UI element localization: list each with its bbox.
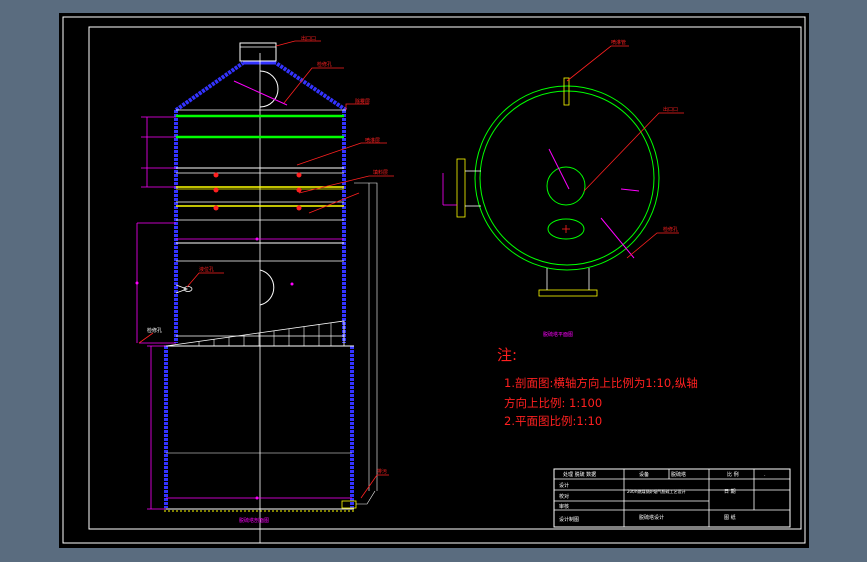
notes-heading: 注: bbox=[497, 346, 517, 364]
tb-r1c5: . bbox=[764, 472, 766, 478]
inner-frame bbox=[88, 26, 802, 530]
plan-view-title: 脱硫塔平面图 bbox=[543, 331, 573, 338]
outlet-pipe bbox=[239, 42, 277, 62]
tb-r3c1: 校对 bbox=[559, 493, 569, 500]
plan-label-manhole: 检修孔 bbox=[663, 226, 678, 233]
packing-support bbox=[165, 320, 345, 347]
cad-viewport[interactable]: 出口口 检修孔 除雾层 喷淋层 填料层 液位孔 检修孔 排污 脱硫塔剖面图 bbox=[59, 13, 809, 548]
plan-outer-circle bbox=[474, 85, 660, 271]
label-manhole-top: 检修孔 bbox=[317, 61, 332, 68]
manhole-mid bbox=[259, 269, 275, 306]
notes-line-2: 方向上比例: 1:100 bbox=[504, 396, 602, 410]
tb-r4c1: 审核 bbox=[559, 503, 569, 510]
label-demister: 除雾层 bbox=[355, 98, 370, 105]
plan-top-nozzle bbox=[563, 77, 570, 106]
tb-r1c4: 比 例 bbox=[727, 471, 739, 478]
plan-label-outlet: 出口口 bbox=[663, 106, 678, 113]
plan-manhole-ellipse bbox=[547, 218, 585, 240]
drawing-canvas: 出口口 检修孔 除雾层 喷淋层 填料层 液位孔 检修孔 排污 脱硫塔剖面图 bbox=[62, 16, 806, 544]
tb-r1c1: 处理 脱硫 数据 bbox=[563, 471, 596, 478]
plan-bottom-nozzle bbox=[538, 289, 598, 297]
tb-r5c3: 图 纸 bbox=[724, 514, 736, 521]
section-view-title: 脱硫塔剖面图 bbox=[239, 517, 269, 524]
spray-nozzles bbox=[213, 172, 302, 211]
callout-leaders bbox=[138, 40, 394, 499]
label-drain: 排污 bbox=[377, 468, 387, 475]
tb-r5c2: 脱硫塔设计 bbox=[639, 514, 664, 521]
cone-left bbox=[174, 61, 245, 112]
outer-frame bbox=[62, 16, 806, 544]
plan-outlet-circle bbox=[546, 166, 586, 206]
drain-nozzle bbox=[341, 500, 357, 509]
title-block: 处理 脱硫 数据 设备 脱硫塔 比 例 . 设计 20t/h燃煤锅炉烟气脱硫工艺… bbox=[553, 468, 791, 528]
notes-line-1: 1.剖面图:横轴方向上比例为1:10,纵轴 bbox=[504, 376, 698, 390]
plan-label-pipe: 喷淋管 bbox=[611, 39, 626, 46]
tb-r1c2: 设备 bbox=[639, 471, 649, 478]
dimension-lines bbox=[136, 116, 352, 510]
plan-inner-circle bbox=[479, 90, 655, 266]
label-level: 液位孔 bbox=[199, 266, 214, 273]
plan-left-nozzle bbox=[456, 158, 466, 218]
tb-r1c3: 脱硫塔 bbox=[671, 471, 686, 478]
label-manhole-mid: 检修孔 bbox=[147, 327, 162, 334]
label-packing: 填料层 bbox=[373, 169, 388, 176]
plan-view: 喷淋管 出口口 检修孔 脱硫塔平面图 bbox=[442, 39, 684, 338]
label-outlet: 出口口 bbox=[301, 35, 316, 42]
notes-line-3: 2.平面图比例:1:10 bbox=[504, 414, 602, 428]
notes: 注: 1.剖面图:横轴方向上比例为1:10,纵轴 方向上比例: 1:100 2.… bbox=[497, 346, 698, 428]
tb-r2c3: 日 期 bbox=[724, 489, 736, 495]
section-view: 出口口 检修孔 除雾层 喷淋层 填料层 液位孔 检修孔 排污 脱硫塔剖面图 bbox=[135, 35, 394, 543]
label-spray-layer: 喷淋层 bbox=[365, 137, 380, 144]
cone-right bbox=[274, 61, 348, 112]
tb-r2c1: 设计 bbox=[559, 482, 569, 489]
manhole-top bbox=[259, 70, 279, 108]
tb-r2c2: 20t/h燃煤锅炉烟气脱硫工艺设计 bbox=[627, 488, 686, 494]
tb-r5c1: 设计制图 bbox=[559, 516, 579, 523]
